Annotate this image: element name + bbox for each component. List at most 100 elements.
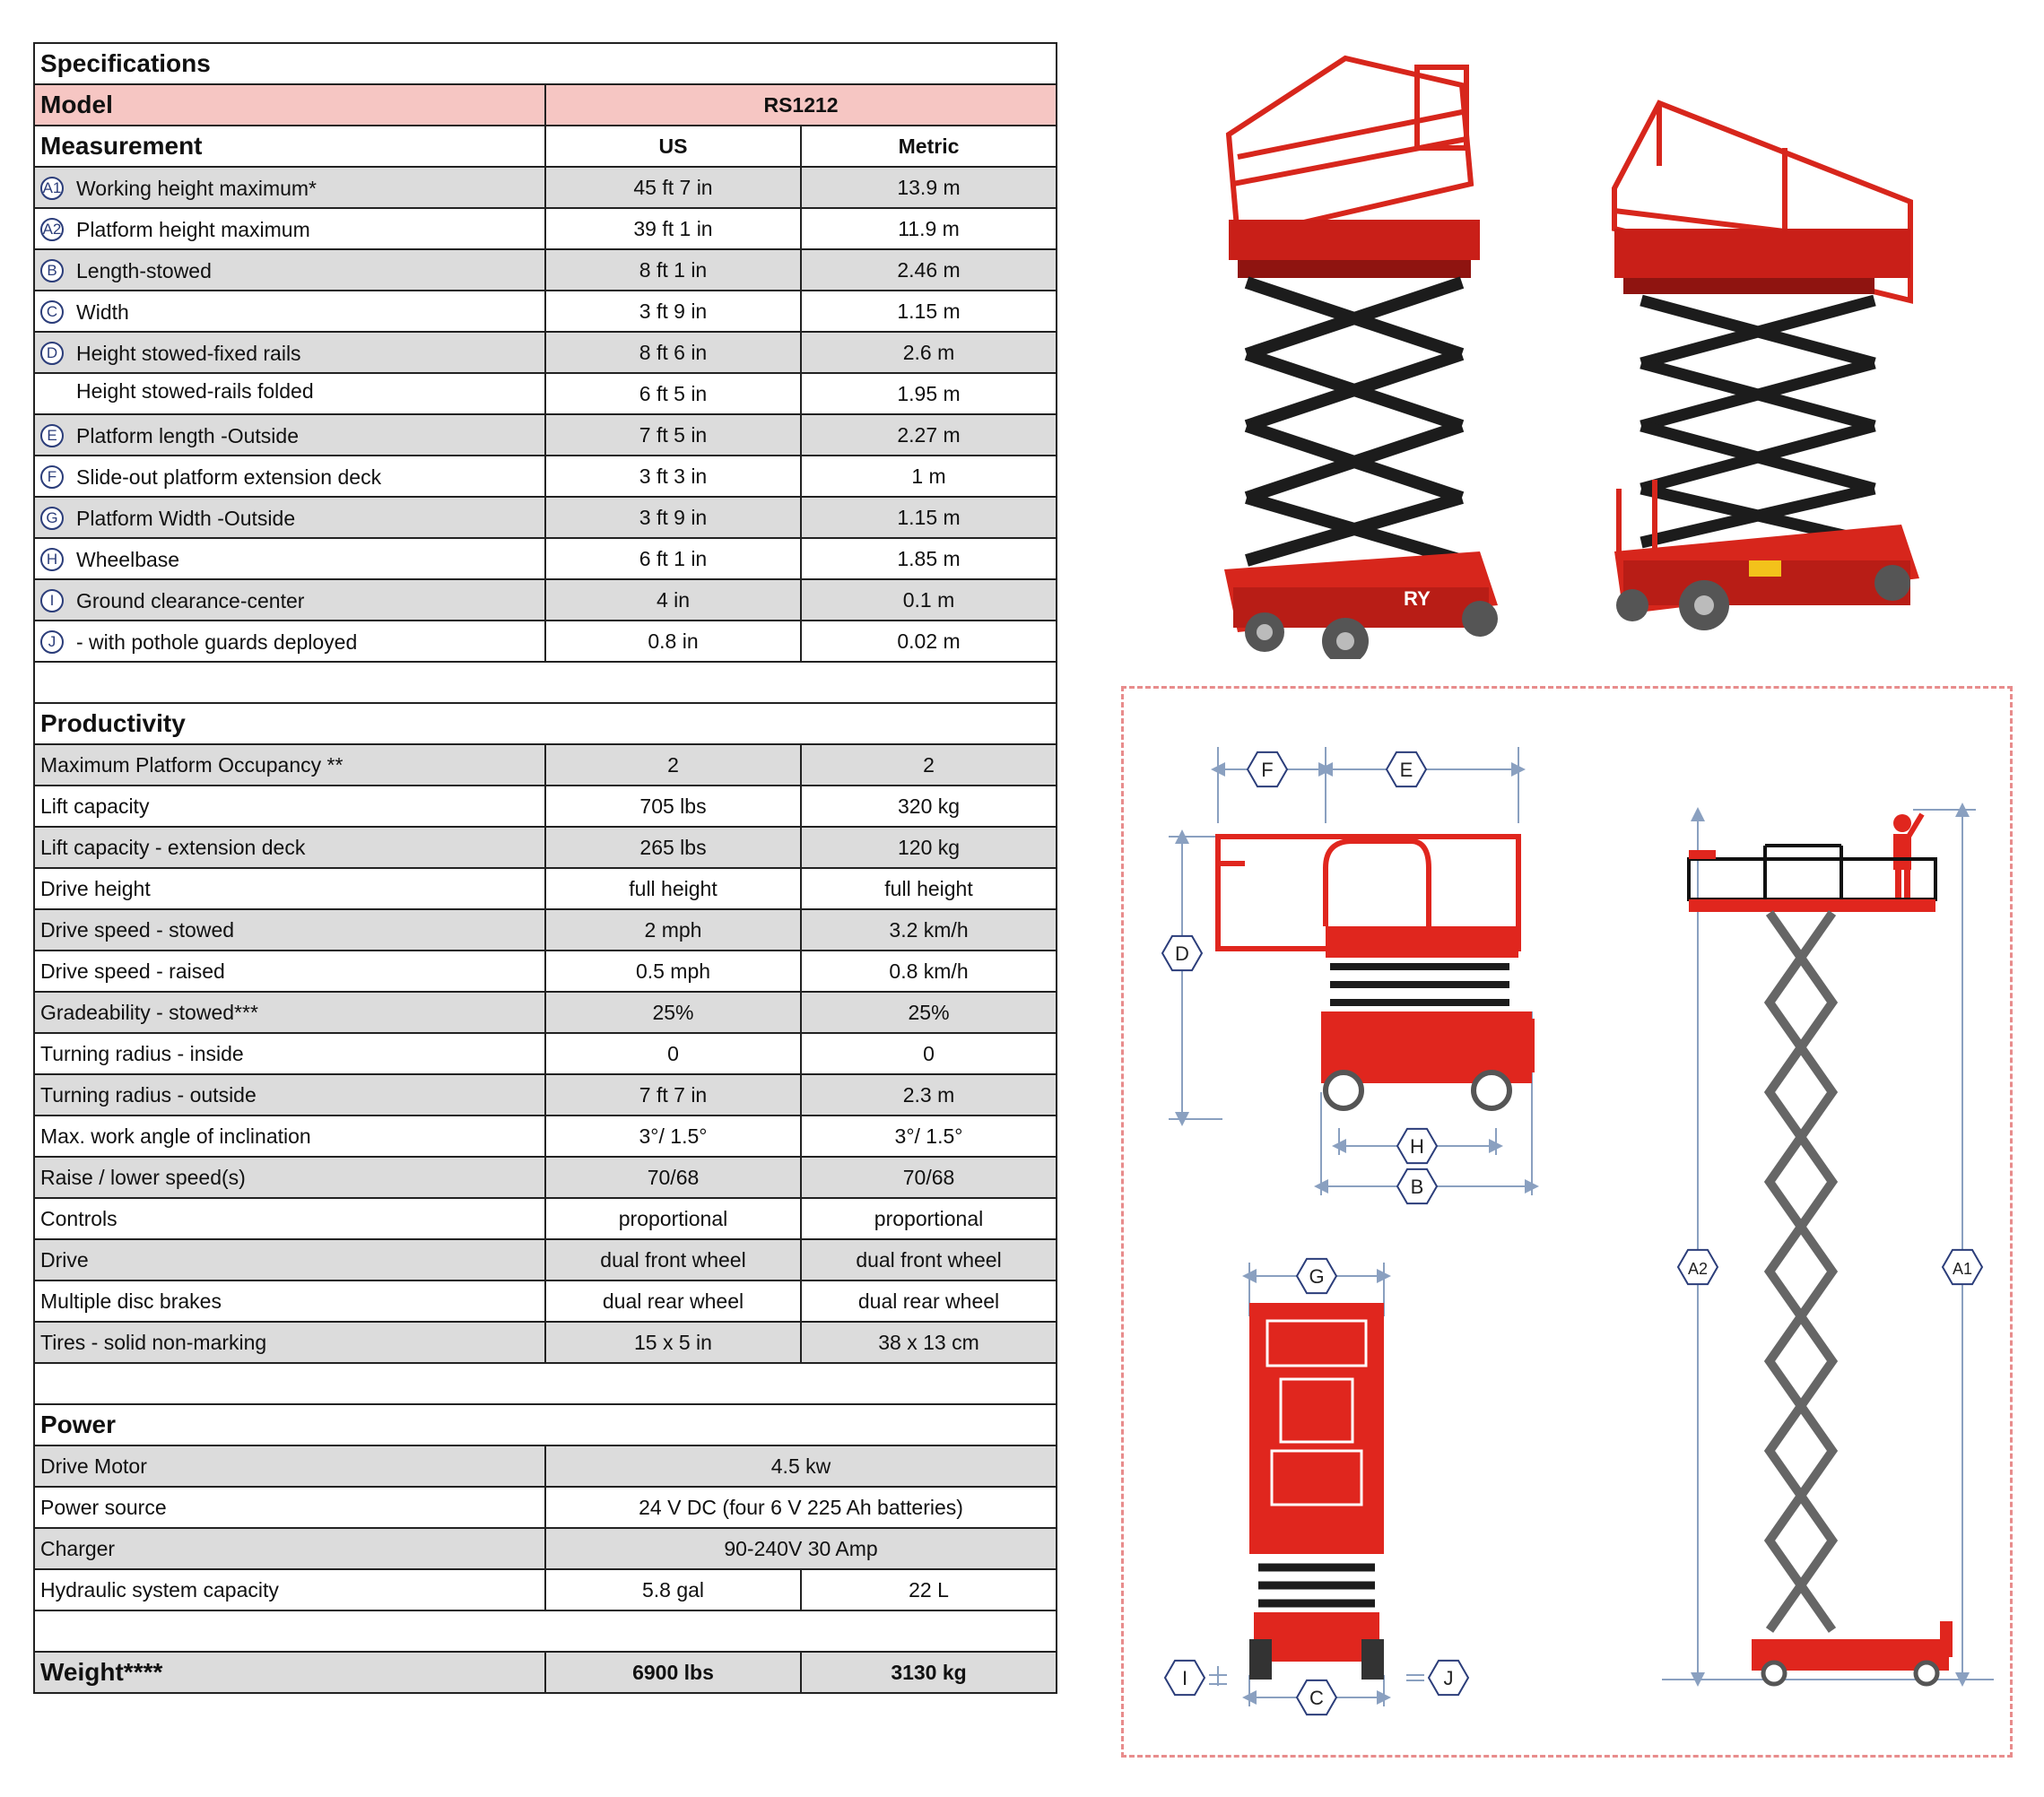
brand-logo: RY	[1404, 587, 1431, 610]
value-metric: 120 kg	[799, 826, 1058, 869]
spacer-row	[32, 661, 1058, 704]
value-us: 39 ft 1 in	[544, 207, 802, 250]
value-us: 265 lbs	[544, 826, 802, 869]
scissor-lift-photo-rear	[1612, 100, 1919, 630]
value-us: 3°/ 1.5°	[544, 1115, 802, 1158]
value-us: 4 in	[544, 578, 802, 621]
model-value: RS1212	[544, 83, 1058, 126]
power-value: 24 V DC (four 6 V 225 Ah batteries)	[544, 1486, 1058, 1529]
dimension-badge-icon: D	[40, 342, 64, 366]
productivity-label: Lift capacity	[33, 785, 546, 828]
value-metric: 1.15 m	[799, 496, 1058, 539]
productivity-label: Drive	[33, 1238, 546, 1281]
value-us: 45 ft 7 in	[544, 166, 802, 209]
dimension-label-e: E	[1385, 751, 1428, 788]
value-metric: 22 L	[799, 1568, 1058, 1611]
value-metric: full height	[799, 867, 1058, 910]
measurement-heading: Measurement	[33, 125, 546, 168]
dimension-badge-icon: I	[40, 589, 64, 613]
measurement-label-cell: J- with pothole guards deployed	[33, 620, 546, 663]
power-label: Charger	[33, 1527, 546, 1570]
value-us: 8 ft 6 in	[544, 331, 802, 374]
spacer-row	[32, 1610, 1058, 1653]
value-us: proportional	[544, 1197, 802, 1240]
model-label: Model	[33, 83, 546, 126]
value-us: dual front wheel	[544, 1238, 802, 1281]
value-us: 0.8 in	[544, 620, 802, 663]
dimension-label-i: I	[1163, 1659, 1206, 1697]
value-us: 6 ft 1 in	[544, 537, 802, 580]
measurement-label: Width	[76, 300, 129, 324]
measurement-label-cell: A1 Working height maximum*	[33, 166, 546, 209]
dimension-badge-icon: G	[40, 507, 64, 531]
dimension-badge-icon: A1	[40, 177, 64, 201]
svg-text:F: F	[1261, 759, 1273, 781]
svg-text:A2: A2	[1688, 1260, 1708, 1278]
measurement-label: Wheelbase	[76, 547, 180, 571]
measurement-label: Platform height maximum	[76, 217, 310, 241]
value-metric: 70/68	[799, 1156, 1058, 1199]
dimension-badge-icon: F	[40, 465, 64, 490]
value-us: 7 ft 5 in	[544, 413, 802, 456]
value-us: 705 lbs	[544, 785, 802, 828]
productivity-label: Multiple disc brakes	[33, 1280, 546, 1323]
side-view-drawing	[1169, 747, 1539, 1195]
value-metric: 38 x 13 cm	[799, 1321, 1058, 1364]
dimension-label-j: J	[1427, 1659, 1470, 1697]
value-metric: 25%	[799, 991, 1058, 1034]
measurement-label: Working height maximum*	[76, 176, 317, 200]
value-us: 3 ft 3 in	[544, 455, 802, 498]
svg-text:H: H	[1410, 1135, 1424, 1158]
dimension-label-a1: A1	[1941, 1248, 1984, 1286]
productivity-label: Drive speed - stowed	[33, 908, 546, 951]
value-metric: 13.9 m	[799, 166, 1058, 209]
productivity-label: Drive height	[33, 867, 546, 910]
value-metric: 0.02 m	[799, 620, 1058, 663]
productivity-label: Turning radius - inside	[33, 1032, 546, 1075]
value-metric: 2	[799, 743, 1058, 786]
productivity-label: Gradeability - stowed***	[33, 991, 546, 1034]
value-metric: 2.3 m	[799, 1073, 1058, 1116]
measurement-label: Platform length -Outside	[76, 423, 300, 447]
value-us: 7 ft 7 in	[544, 1073, 802, 1116]
dimension-label-b: B	[1396, 1168, 1439, 1205]
power-label: Drive Motor	[33, 1445, 546, 1488]
value-metric: 320 kg	[799, 785, 1058, 828]
productivity-label: Raise / lower speed(s)	[33, 1156, 546, 1199]
dimension-badge-icon: B	[40, 259, 64, 283]
productivity-label: Controls	[33, 1197, 546, 1240]
measurement-label-cell: Height stowed-rails folded	[33, 372, 546, 415]
value-metric: 1.15 m	[799, 290, 1058, 333]
dimension-label-g: G	[1295, 1257, 1338, 1295]
dimension-badge-icon: H	[40, 548, 64, 572]
value-metric: 1.85 m	[799, 537, 1058, 580]
value-metric: 3.2 km/h	[799, 908, 1058, 951]
col-metric-header: Metric	[799, 125, 1058, 168]
value-metric: 2.46 m	[799, 248, 1058, 291]
measurement-label: Platform Width -Outside	[76, 506, 296, 530]
value-metric: 11.9 m	[799, 207, 1058, 250]
productivity-label: Drive speed - raised	[33, 950, 546, 993]
specifications-title-row: Specifications	[32, 42, 1058, 85]
value-metric: 0.1 m	[799, 578, 1058, 621]
